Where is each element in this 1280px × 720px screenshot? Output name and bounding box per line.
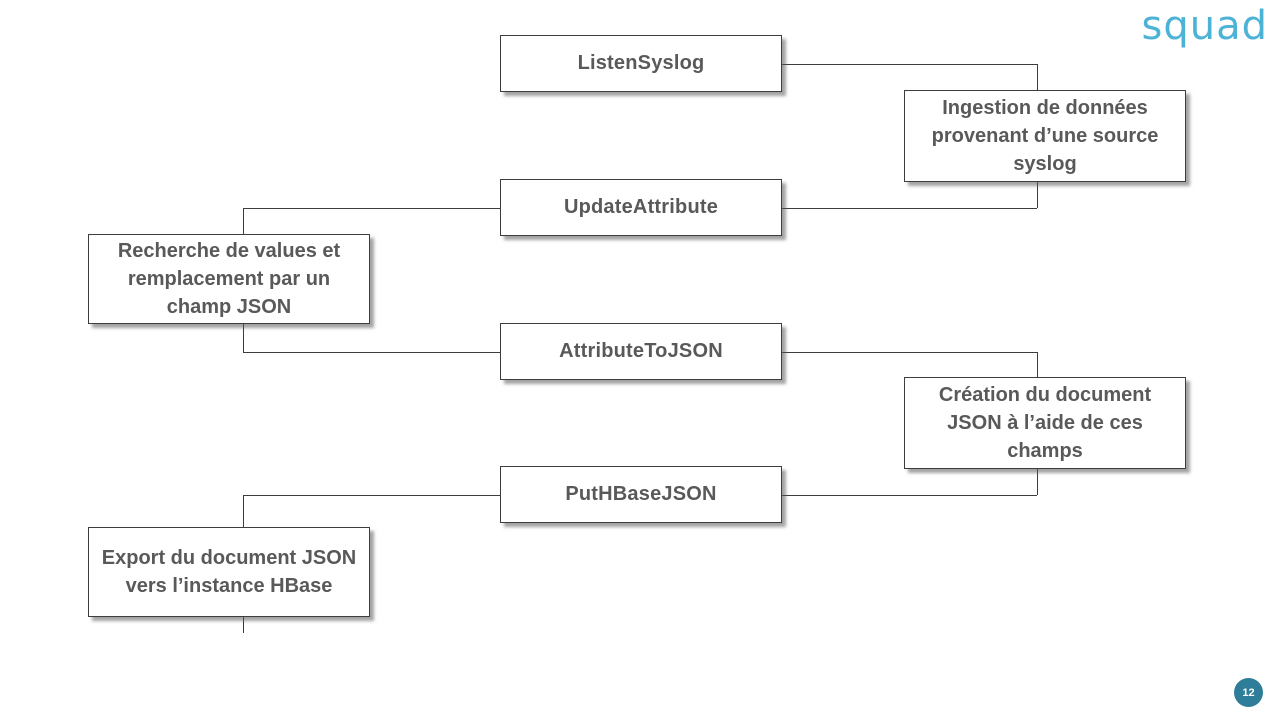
processor-box-listensyslog: ListenSyslog	[500, 35, 782, 92]
processor-box-updateattribute: UpdateAttribute	[500, 179, 782, 236]
connector-updateattribute-left	[243, 208, 500, 209]
connector-puthbasejson-left	[243, 495, 500, 496]
squad-logo: squad	[1141, 3, 1268, 49]
connector-attributetojson-right	[782, 352, 1037, 353]
page-number-badge: 12	[1234, 678, 1263, 707]
annotation-label-export: Export du document JSON vers l’instance …	[101, 547, 357, 597]
connector-puthbasejson-right	[782, 495, 1037, 496]
annotation-label-ingestion: Ingestion de données provenant d’une sou…	[931, 97, 1159, 175]
connector-listensyslog-right	[782, 64, 1037, 65]
processor-label-updateattribute: UpdateAttribute	[563, 196, 719, 218]
processor-label-attributetojson: AttributeToJSON	[559, 340, 723, 362]
annotation-box-creation: Création du document JSON à l’aide de ce…	[904, 377, 1186, 469]
processor-box-attributetojson: AttributeToJSON	[500, 323, 782, 380]
annotation-box-export: Export du document JSON vers l’instance …	[88, 527, 370, 617]
processor-label-listensyslog: ListenSyslog	[577, 52, 705, 74]
connector-updateattribute-right	[782, 208, 1037, 209]
annotation-label-creation: Création du document JSON à l’aide de ce…	[938, 384, 1152, 462]
processor-box-puthbasejson: PutHBaseJSON	[500, 466, 782, 523]
processor-label-puthbasejson: PutHBaseJSON	[565, 483, 717, 505]
connector-attributetojson-left	[243, 352, 500, 353]
annotation-box-recherche: Recherche de values et remplacement par …	[88, 234, 370, 324]
annotation-box-ingestion: Ingestion de données provenant d’une sou…	[904, 90, 1186, 182]
annotation-label-recherche: Recherche de values et remplacement par …	[117, 240, 341, 318]
